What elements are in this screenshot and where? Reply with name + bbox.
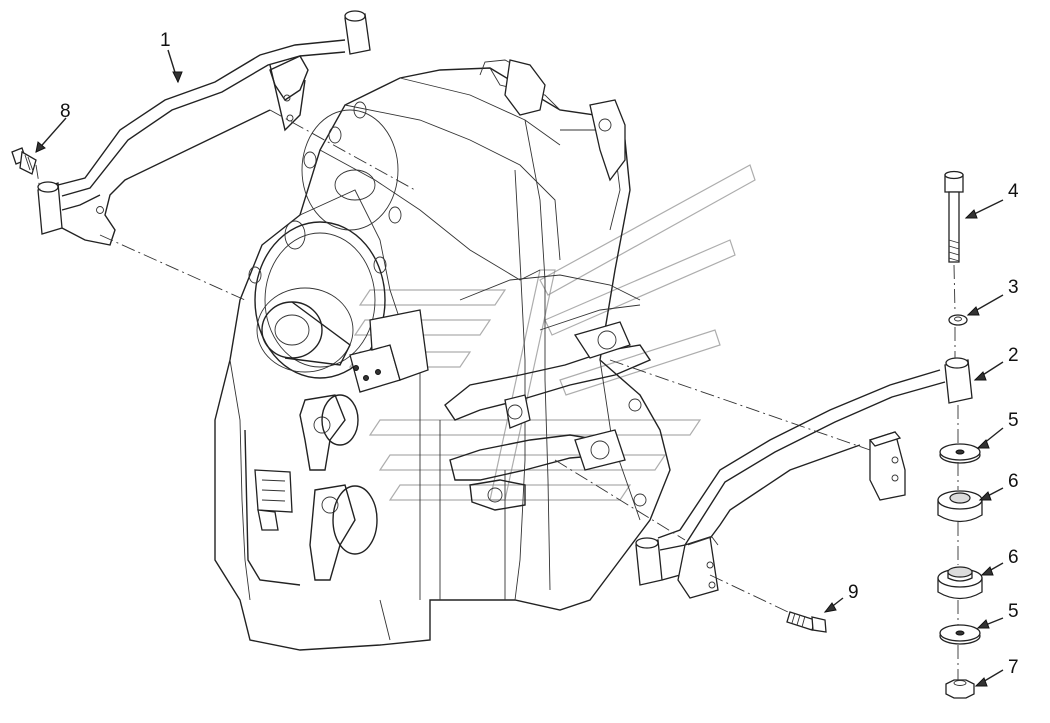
callout-6-upper: 6 [1008, 471, 1019, 492]
long-bolt-item-4 [944, 170, 964, 263]
rubber-mount-item-6-upper [937, 490, 983, 523]
flat-washer-item-5-upper [939, 443, 981, 464]
callout-3: 3 [1008, 277, 1019, 298]
leader-arrowheads [35, 71, 994, 687]
callout-6-lower: 6 [1008, 547, 1019, 568]
flat-washer-item-5-lower [939, 624, 981, 645]
mounting-bracket-right [635, 357, 973, 599]
callout-1: 1 [160, 30, 171, 51]
assembly-center-lines [35, 109, 959, 680]
rubber-mount-item-6-lower [937, 566, 983, 600]
nut-item-7 [945, 679, 975, 699]
callout-8: 8 [60, 101, 71, 122]
valve-block [349, 309, 429, 393]
callout-5-upper: 5 [1008, 410, 1019, 431]
rear-linkage [244, 59, 626, 586]
washer-item-3 [948, 314, 968, 326]
callout-labels: 1 8 4 3 2 5 6 6 5 7 9 [60, 30, 1019, 678]
callout-7: 7 [1008, 657, 1019, 678]
bolt-item-9 [786, 611, 827, 633]
callout-5-lower: 5 [1008, 601, 1019, 622]
callout-4: 4 [1008, 181, 1019, 202]
callout-9: 9 [848, 582, 859, 603]
mounting-bracket-left [37, 10, 371, 246]
bolt-item-8 [11, 147, 37, 175]
callout-2: 2 [1008, 345, 1019, 366]
converter-housing [248, 101, 402, 379]
control-levers [444, 274, 652, 511]
